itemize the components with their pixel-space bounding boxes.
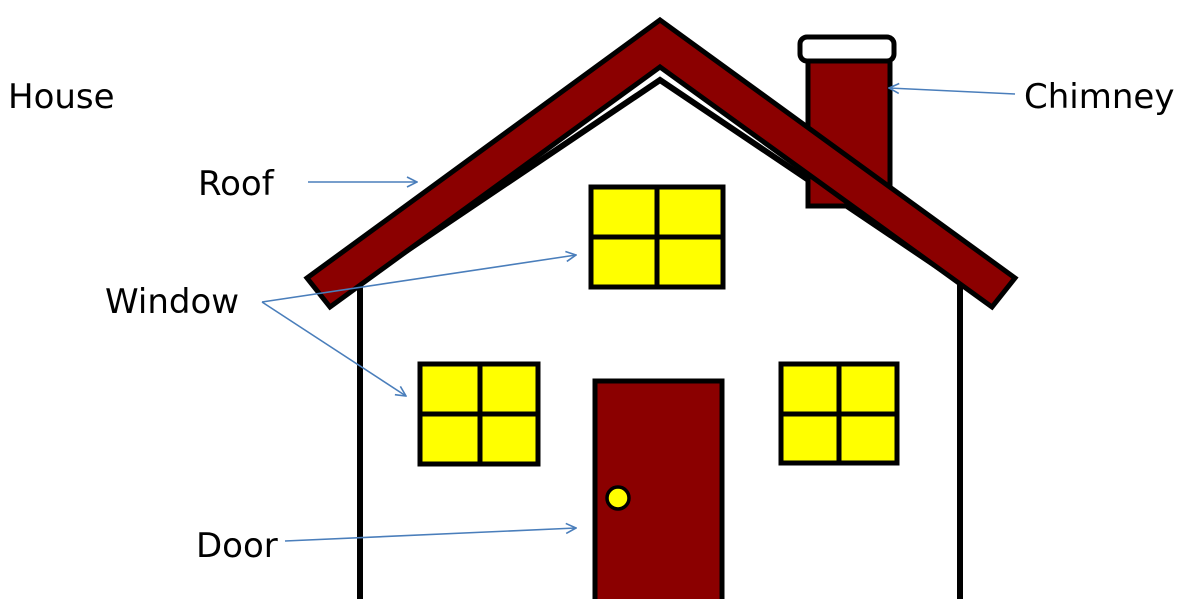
window-right [781, 364, 897, 463]
label-roof: Roof [198, 164, 275, 204]
chimney-arrow-icon [889, 88, 1015, 94]
window-left [420, 364, 538, 464]
window-upper [591, 187, 723, 287]
label-window: Window [105, 282, 239, 322]
door-knob [607, 487, 629, 509]
door [595, 381, 722, 599]
chimney-cap [800, 37, 894, 61]
label-chimney: Chimney [1024, 77, 1174, 117]
label-house: House [8, 77, 115, 117]
label-door: Door [196, 526, 278, 566]
house-illustration-icon [307, 20, 1015, 599]
